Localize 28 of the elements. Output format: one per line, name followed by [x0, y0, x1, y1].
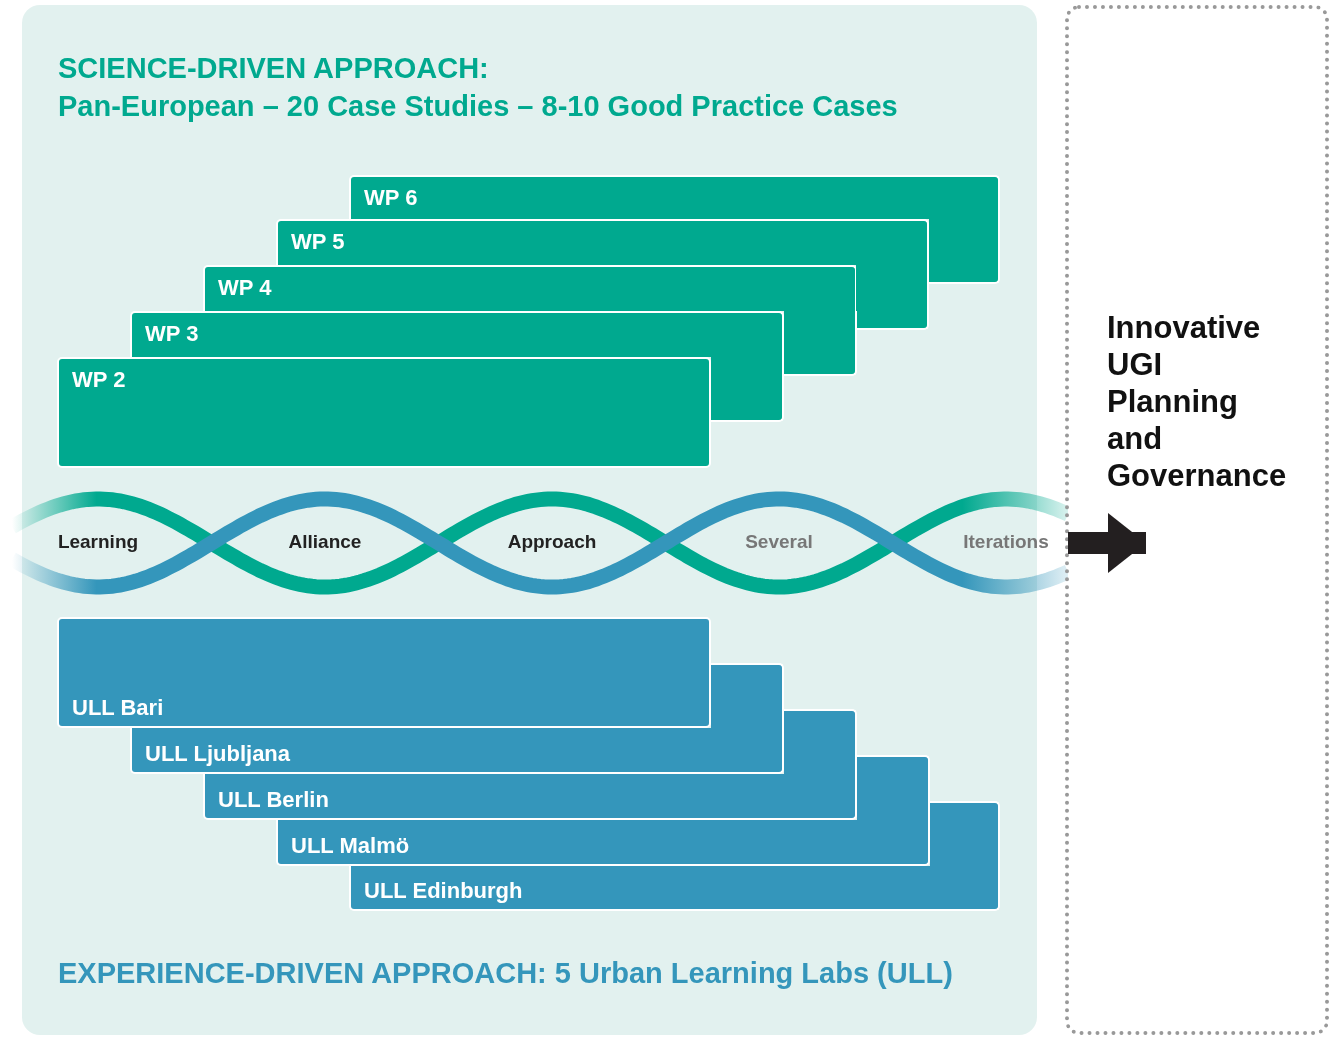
learning-lab-bar: ULL Bari	[57, 617, 711, 728]
work-package-bar: WP 4	[203, 265, 857, 311]
helix-label: Alliance	[288, 531, 362, 553]
learning-lab-bar-extension	[857, 755, 930, 820]
work-package-bar: WP 5	[276, 219, 929, 265]
learning-lab-bar: ULL Ljubljana	[130, 728, 784, 774]
helix-label: Learning	[57, 531, 139, 553]
helix-label: Several	[745, 531, 813, 553]
arrow	[1068, 513, 1146, 573]
work-package-bar: WP 6	[349, 175, 1000, 219]
outcome-text: Innovative UGI Planning and Governance	[1107, 309, 1288, 494]
learning-lab-bar-extension	[711, 663, 784, 728]
helix-label: Iterations	[963, 531, 1049, 553]
work-package-bar: WP 2	[57, 357, 711, 468]
helix-label: Approach	[507, 531, 597, 553]
work-package-bar-extension	[711, 357, 784, 422]
work-package-bar-extension	[856, 265, 929, 330]
work-package-bar: WP 3	[130, 311, 784, 357]
work-package-bar-extension	[784, 311, 857, 376]
learning-lab-bar: ULL Berlin	[203, 774, 857, 820]
outcome-frame	[1065, 5, 1329, 1035]
learning-lab-bar-extension	[930, 801, 1000, 866]
learning-lab-bar: ULL Malmö	[276, 820, 930, 866]
work-package-bar-extension	[929, 219, 1000, 284]
section-heading: SCIENCE-DRIVEN APPROACH: Pan-European – 20 Case Studies – 8-10 Good Practice Cases	[58, 51, 898, 124]
learning-lab-bar-extension	[784, 709, 857, 774]
learning-lab-bar: ULL Edinburgh	[349, 866, 1000, 911]
section-heading: EXPERIENCE-DRIVEN APPROACH: 5 Urban Learning Labs (ULL)	[58, 957, 953, 990]
